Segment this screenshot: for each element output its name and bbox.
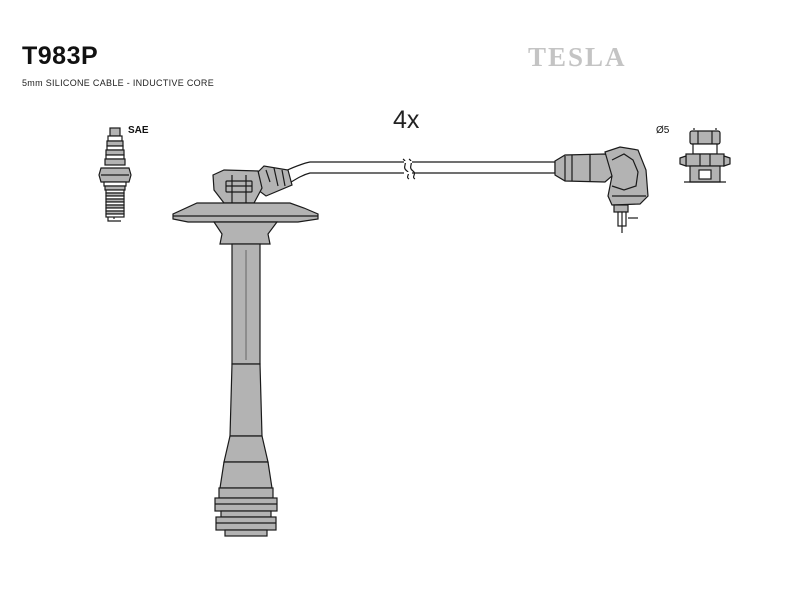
part-number: T983P xyxy=(22,42,99,70)
spark-plug-thread-label: SAE xyxy=(128,125,149,136)
cable-spec-subtitle: 5mm SILICONE CABLE - INDUCTIVE CORE xyxy=(22,78,215,88)
terminal-diameter-label: Ø5 xyxy=(656,125,670,136)
coil-terminal-icon xyxy=(679,128,731,183)
spark-plug-icon xyxy=(98,127,132,222)
spark-plug-boot-icon xyxy=(172,165,319,537)
ignition-cable-icon xyxy=(282,158,556,185)
coil-connector-icon xyxy=(554,146,649,233)
quantity-label: 4x xyxy=(393,106,420,134)
brand-logo: TESLA xyxy=(528,42,627,72)
